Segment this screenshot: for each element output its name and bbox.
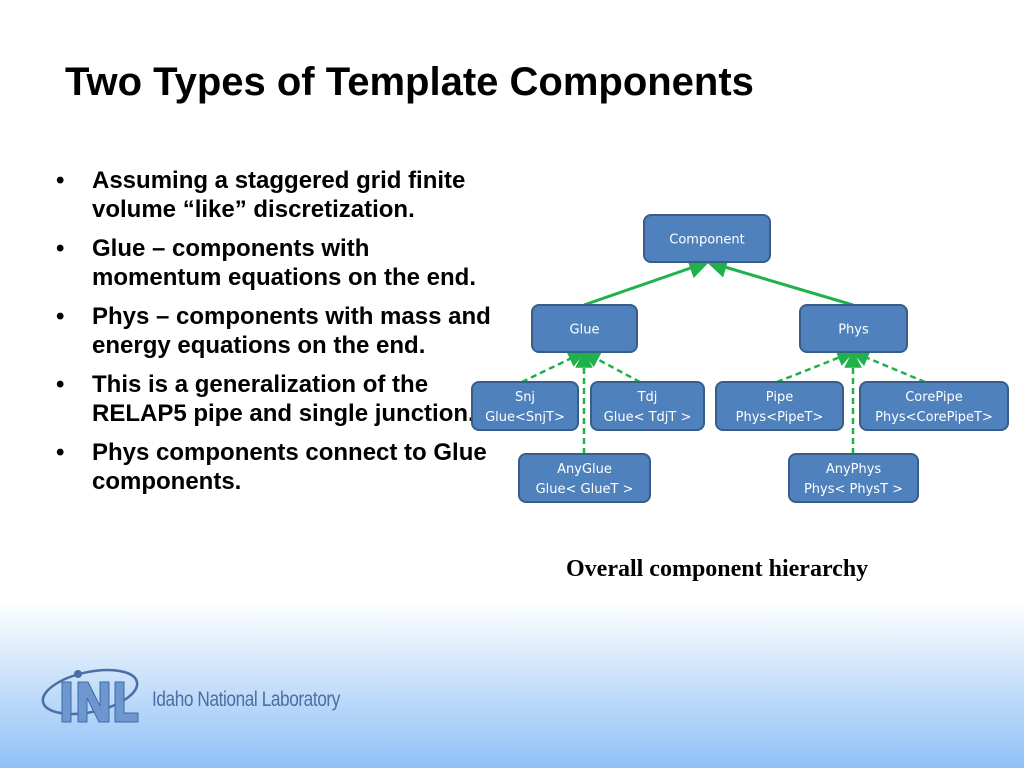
node-box	[799, 304, 908, 353]
node-box	[788, 453, 919, 503]
bullet-text: Assuming a staggered grid finite volume …	[92, 167, 466, 223]
bullet-dot: •	[56, 439, 65, 466]
node-box	[531, 304, 638, 353]
bullet-item: • Phys – components with mass and energy …	[52, 302, 497, 360]
node-box	[590, 381, 705, 431]
inl-logo-wordmark: Idaho National Laboratory	[152, 688, 340, 711]
bullet-text: Phys components connect to Glue componen…	[92, 439, 487, 495]
bullet-item: • This is a generalization of the RELAP5 …	[52, 370, 497, 428]
bullet-dot: •	[56, 371, 65, 398]
node-label: Glue	[570, 323, 600, 338]
node-label: AnyGlue	[557, 462, 612, 477]
edges-layer	[521, 257, 926, 454]
node-component: Component	[643, 214, 771, 263]
bullet-text: Phys – components with mass and energy e…	[92, 303, 491, 359]
node-box	[715, 381, 844, 431]
node-label: Tdj	[637, 390, 658, 405]
edge-snj-to-glue	[521, 350, 586, 384]
slide-title: Two Types of Template Components	[65, 60, 754, 104]
node-label: CorePipe	[905, 390, 963, 405]
bullet-text: This is a generalization of the RELAP5 p…	[92, 371, 475, 427]
node-label: Glue< GlueT >	[536, 482, 634, 497]
node-phys: Phys	[799, 304, 908, 353]
bullet-item: • Assuming a staggered grid finite volume…	[52, 166, 497, 224]
edge-pipe-to-phys	[776, 349, 855, 384]
node-label: Phys	[838, 323, 869, 338]
node-label: Pipe	[766, 390, 793, 405]
node-label: Snj	[515, 390, 535, 405]
node-label: Phys<PipeT>	[736, 410, 824, 425]
inl-logo	[41, 668, 139, 723]
bullet-item: • Phys components connect to Glue compone…	[52, 438, 497, 496]
node-label: Phys< PhysT >	[804, 482, 903, 497]
node-box	[518, 453, 651, 503]
edge-corepipe-to-phys	[851, 349, 926, 384]
bullet-dot: •	[56, 235, 65, 262]
node-label: Glue< TdjT >	[604, 410, 692, 425]
bullet-list: • Assuming a staggered grid finite volume…	[52, 166, 497, 506]
node-label: Phys<CorePipeT>	[875, 410, 993, 425]
edge-glue-to-component	[583, 258, 710, 307]
diagram-caption: Overall component hierarchy	[566, 556, 869, 582]
bullet-dot: •	[56, 167, 65, 194]
node-label: Glue<SnjT>	[485, 410, 565, 425]
inl-logo-mark	[41, 668, 139, 723]
node-box	[859, 381, 1009, 431]
edge-tdj-to-glue	[582, 350, 641, 384]
node-label: AnyPhys	[826, 462, 882, 477]
bullet-dot: •	[56, 303, 65, 330]
edge-phys-to-component	[705, 257, 854, 307]
node-box	[643, 214, 771, 263]
bullet-item: • Glue – components with momentum equatio…	[52, 234, 497, 292]
footer-gradient	[0, 600, 1024, 768]
bullet-text: Glue – components with momentum equation…	[92, 235, 477, 291]
node-glue: Glue	[531, 304, 638, 353]
node-label: Component	[669, 233, 744, 248]
